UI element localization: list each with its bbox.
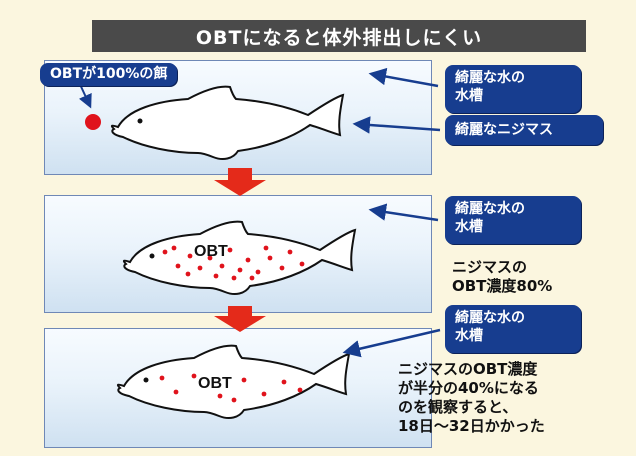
clean-trout-fish-1	[110, 85, 344, 161]
clean-trout-label: 綺麗なニジマス	[445, 115, 603, 145]
down-arrow-2	[214, 306, 266, 332]
down-arrow-1	[214, 168, 266, 196]
clean-tank-label-2-line2: 水槽	[455, 219, 483, 235]
trout-pointer-arrow	[352, 116, 441, 134]
clean-tank-label-3: 綺麗な水の 水槽	[445, 305, 581, 353]
feed-label: OBTが100%の餌	[40, 63, 178, 86]
clean-tank-label-1: 綺麗な水の 水槽	[445, 65, 581, 113]
stage-2-note: ニジマスの OBT濃度80%	[452, 258, 553, 295]
clean-tank-label-3-line1: 綺麗な水の	[455, 310, 525, 326]
clean-tank-label-2: 綺麗な水の 水槽	[445, 196, 581, 244]
tank-pointer-arrow-1	[368, 67, 439, 88]
fish-obt-label-3: OBT	[198, 375, 232, 392]
clean-tank-label-1-line2: 水槽	[455, 88, 483, 104]
clean-tank-label-3-line2: 水槽	[455, 328, 483, 344]
fish-obt-label-2: OBT	[194, 243, 228, 260]
tank-pointer-arrow-2	[368, 203, 439, 222]
trout-fish-2: OBT	[122, 220, 356, 295]
tank-pointer-arrow-3	[342, 328, 441, 358]
stage-3-note: ニジマスのOBT濃度 が半分の40%になる のを観察すると、 18日〜32日かか…	[398, 360, 545, 435]
diagram-title: OBTになると体外排出しにくい	[92, 20, 586, 52]
clean-tank-label-2-line1: 綺麗な水の	[455, 201, 525, 217]
feed-dot	[85, 114, 101, 130]
trout-fish-3: OBT	[116, 344, 350, 419]
clean-tank-label-1-line1: 綺麗な水の	[455, 70, 525, 86]
